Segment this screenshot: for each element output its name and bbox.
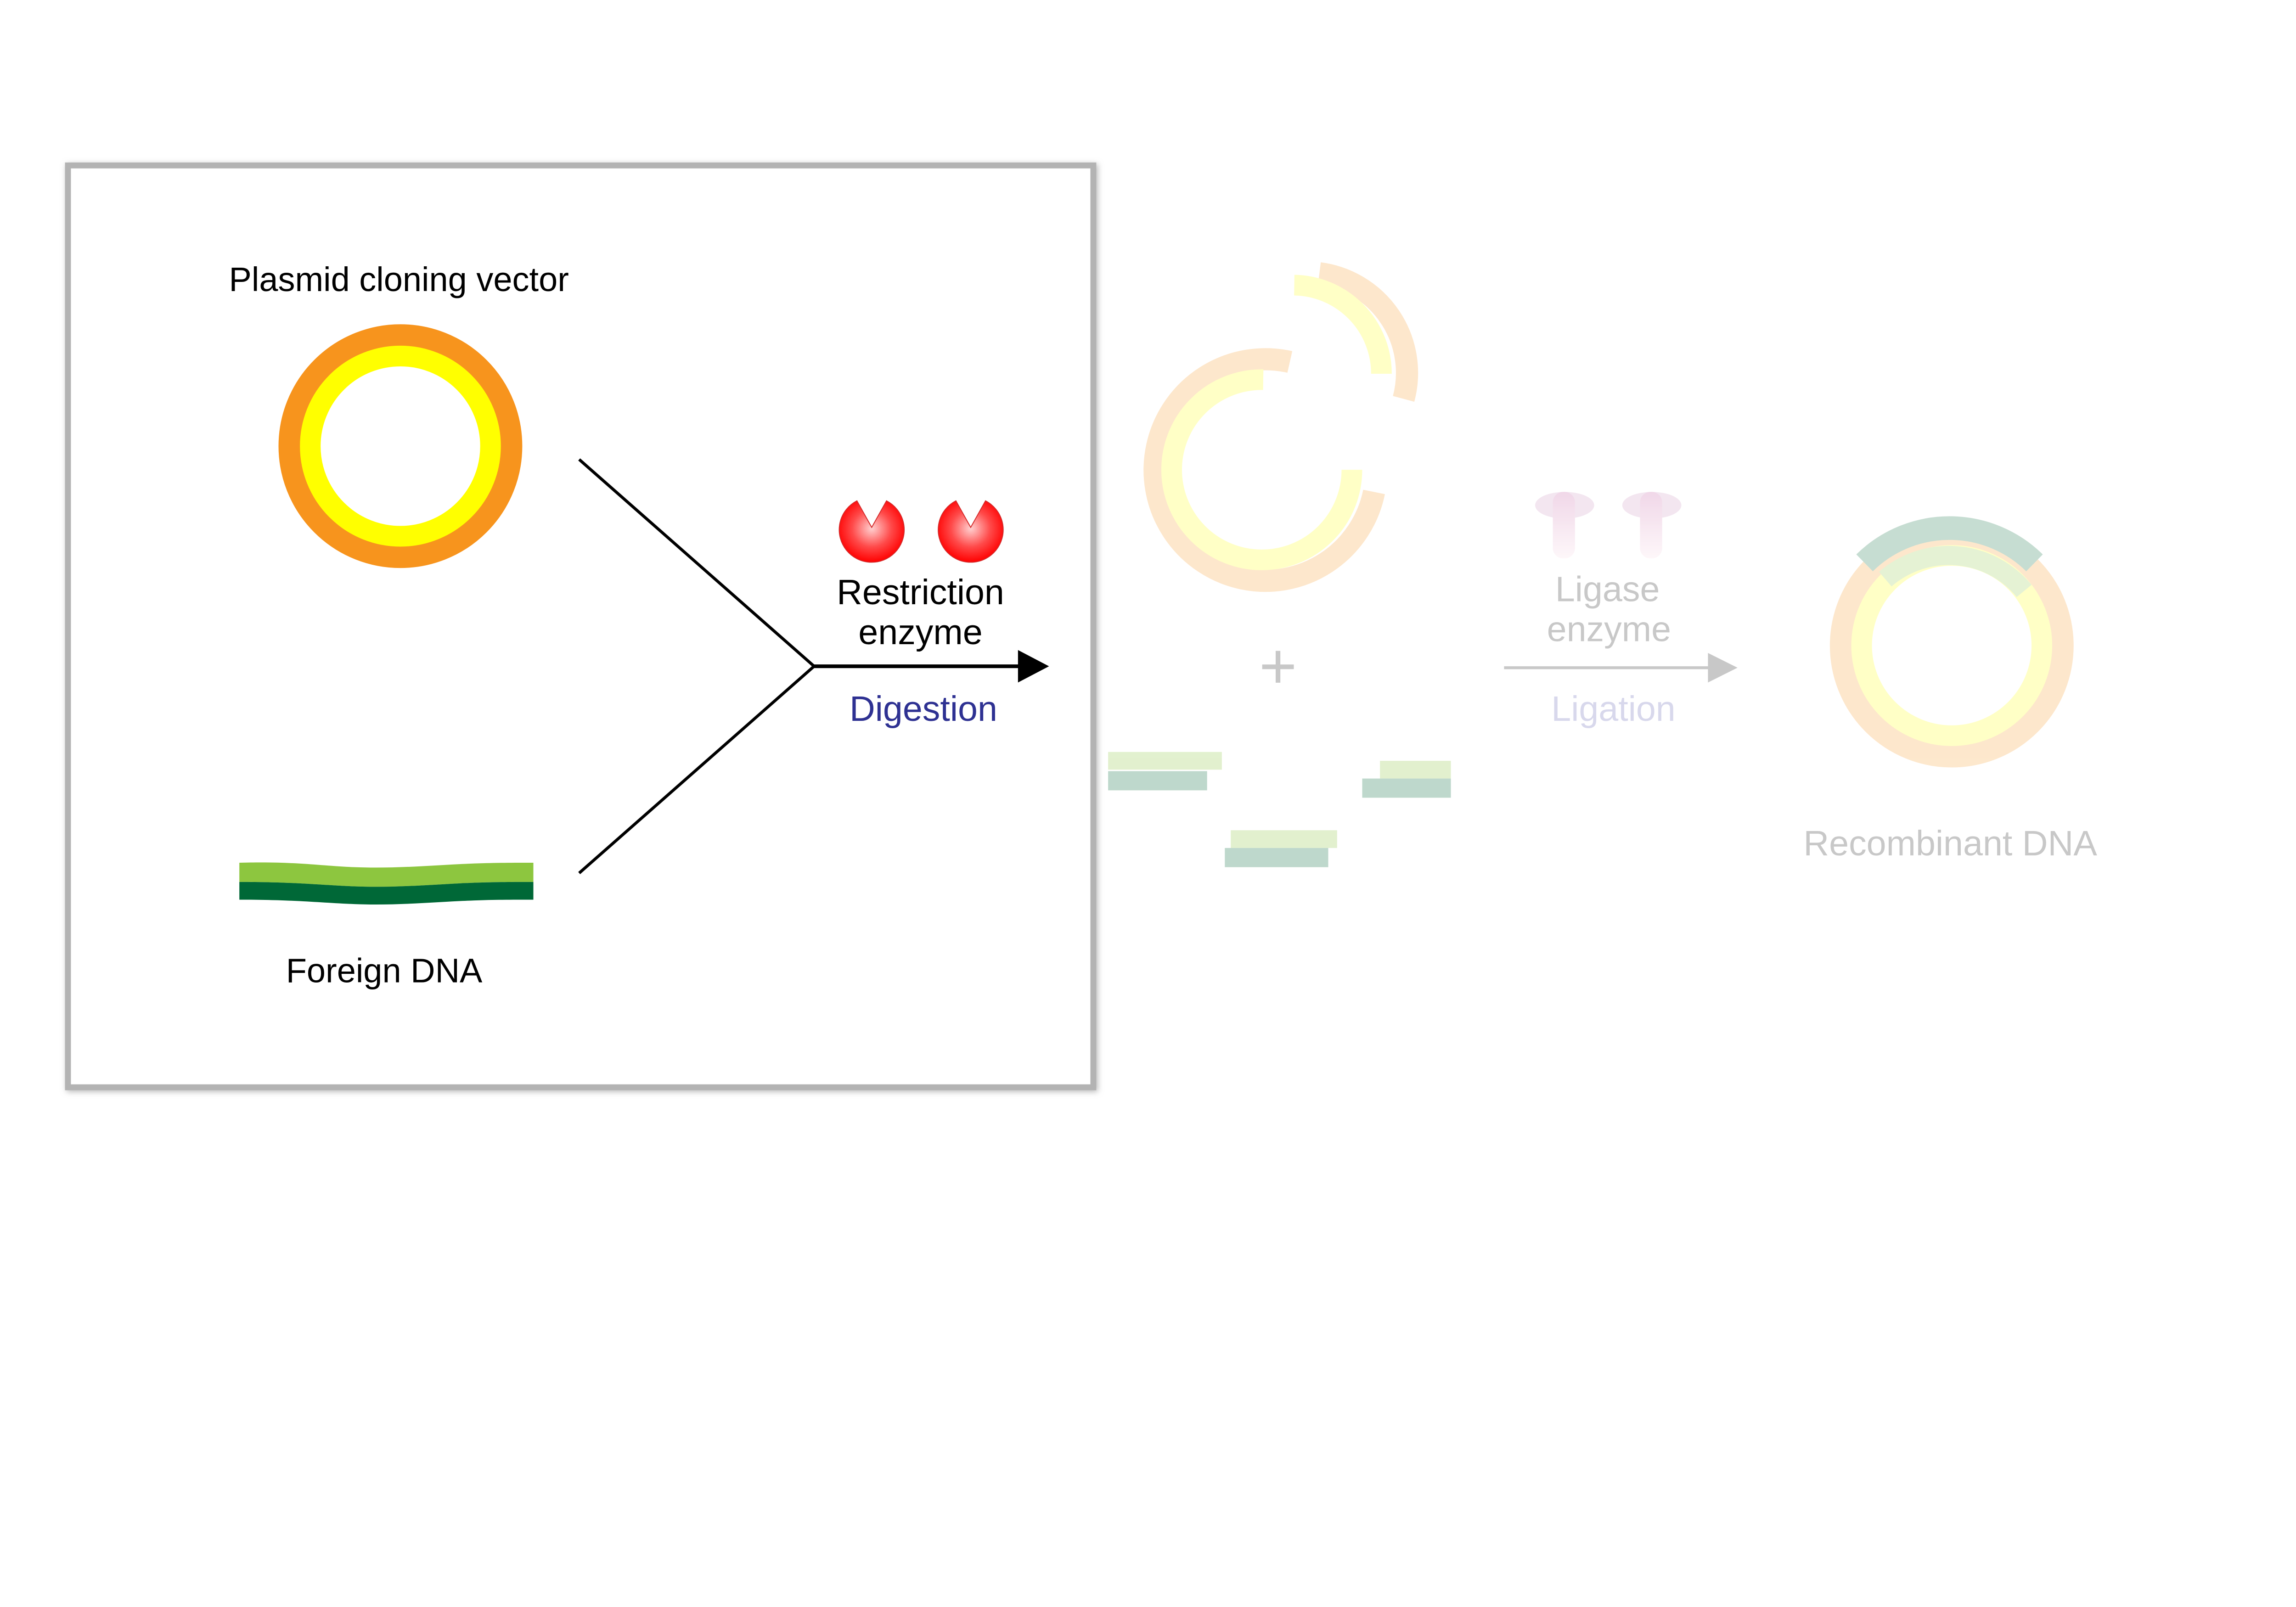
digestion-label: Digestion: [850, 689, 997, 729]
recombinant-dna-icon: [1829, 516, 2074, 768]
recombinant-dna-label: Recombinant DNA: [1803, 824, 2097, 863]
ligase-enzyme-icon: [1622, 492, 1682, 559]
ligation-arrow: [1504, 653, 1738, 683]
ligation-label: Ligation: [1551, 689, 1676, 729]
foreign-dna-icon: [239, 862, 534, 905]
step-highlight-box: [65, 162, 1097, 1090]
restriction-enzyme-label: enzyme: [858, 612, 982, 652]
foreign-dna-label: Foreign DNA: [286, 952, 483, 990]
restriction-enzyme-icon: [938, 500, 1004, 563]
ligase-enzyme-label: enzyme: [1547, 609, 1671, 649]
restriction-enzyme-label: Restriction: [837, 573, 1004, 612]
ligase-enzyme-label: Ligase: [1555, 570, 1660, 609]
plus-sign: +: [1259, 629, 1297, 702]
ligase-enzyme-icon: [1535, 492, 1594, 559]
dna-fragments-icon: [1108, 752, 1451, 867]
cloning-diagram: Plasmid cloning vector Foreign DNA Restr…: [65, 162, 2097, 1090]
digestion-arrow: [578, 458, 1049, 874]
plasmid-icon: [278, 324, 523, 568]
plasmid-label: Plasmid cloning vector: [229, 260, 569, 298]
cut-plasmid-icon: [1143, 262, 1418, 592]
restriction-enzyme-icon: [838, 500, 905, 563]
